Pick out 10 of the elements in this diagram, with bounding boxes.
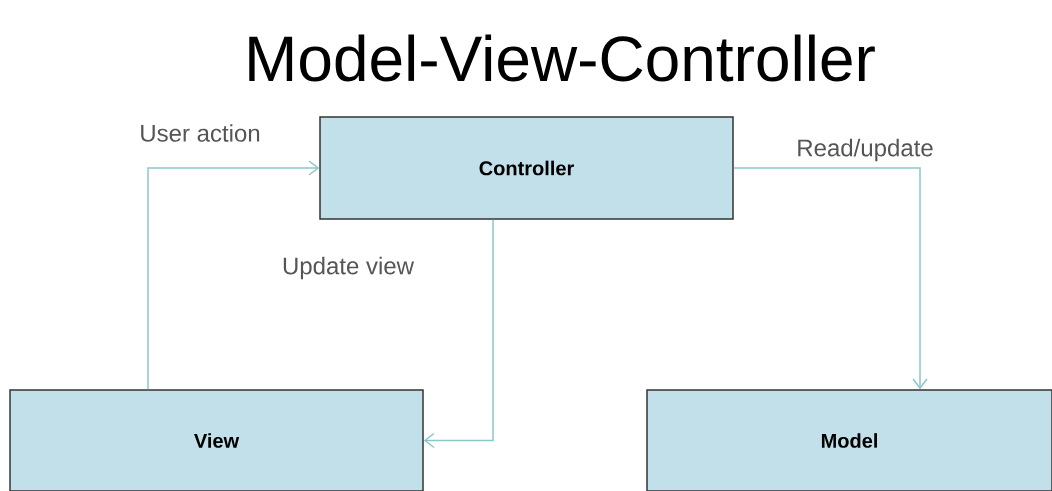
edge-label: User action: [141, 124, 260, 142]
process-box: Model: [646, 389, 1052, 491]
title: Model-View-Controller: [249, 34, 875, 82]
arrow: [733, 167, 928, 390]
arrow: [423, 219, 494, 449]
edge-label: Update view: [283, 256, 415, 280]
arrow: [147, 160, 320, 390]
process-box: Controller: [319, 116, 734, 220]
process-box: View: [9, 389, 424, 491]
edge-label: Read/update: [798, 138, 933, 162]
